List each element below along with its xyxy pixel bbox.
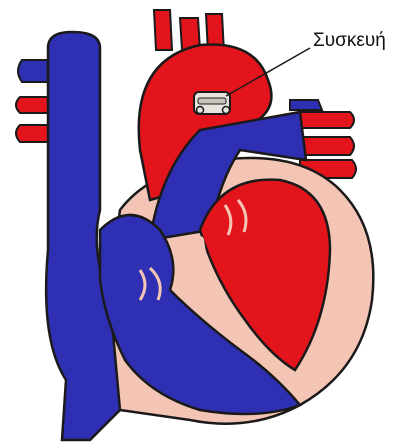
- right-pulmonary-artery-lower: [300, 137, 354, 155]
- device-screw-left: [197, 107, 204, 114]
- device-label: Συσκευή: [313, 30, 386, 52]
- device-band: [198, 98, 226, 104]
- right-pulmonary-blue-vessel: [290, 100, 322, 110]
- device-screw-right: [223, 107, 230, 114]
- device-clip: [194, 92, 230, 114]
- aortic-branch-1: [154, 10, 172, 50]
- right-pulmonary-artery-upper: [300, 112, 354, 128]
